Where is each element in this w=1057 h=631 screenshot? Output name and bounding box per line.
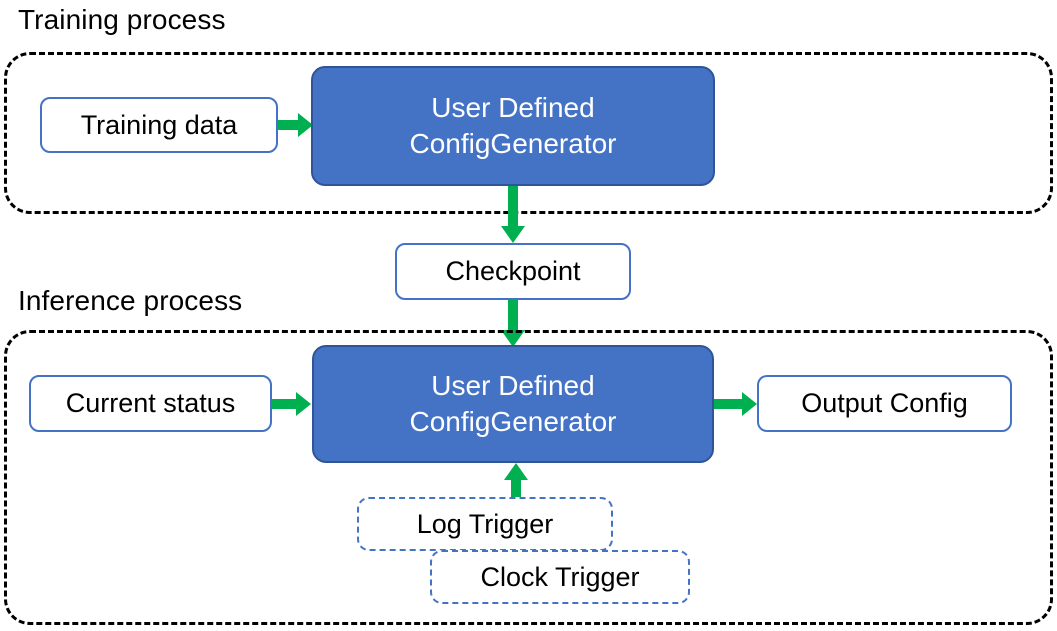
arrow-generator-to-checkpoint: [500, 186, 526, 244]
inference-process-container: [4, 330, 1053, 625]
inference-config-generator-box[interactable]: User Defined ConfigGenerator: [312, 345, 714, 463]
log-trigger-box[interactable]: Log Trigger: [357, 497, 613, 551]
arrow-generator-to-output-config: [714, 391, 758, 417]
output-config-box[interactable]: Output Config: [757, 375, 1012, 432]
arrow-triggers-to-generator: [503, 463, 529, 503]
checkpoint-box[interactable]: Checkpoint: [395, 243, 631, 300]
inference-process-caption: Inference process: [18, 285, 243, 316]
arrow-checkpoint-to-inference-generator: [500, 300, 526, 348]
arrow-training-data-to-generator: [278, 112, 314, 138]
training-process-container: [4, 52, 1053, 214]
arrow-current-status-to-generator: [272, 391, 312, 417]
training-config-generator-line2: ConfigGenerator: [409, 128, 617, 159]
clock-trigger-box[interactable]: Clock Trigger: [430, 550, 690, 604]
inference-config-generator-line1: User Defined: [431, 370, 595, 402]
training-process-caption: Training process: [18, 4, 226, 35]
training-config-generator-line1: User Defined: [431, 92, 595, 124]
training-config-generator-box[interactable]: User Defined ConfigGenerator: [311, 66, 715, 186]
training-data-box[interactable]: Training data: [40, 97, 278, 153]
current-status-box[interactable]: Current status: [29, 375, 272, 432]
inference-config-generator-line2: ConfigGenerator: [409, 406, 617, 437]
